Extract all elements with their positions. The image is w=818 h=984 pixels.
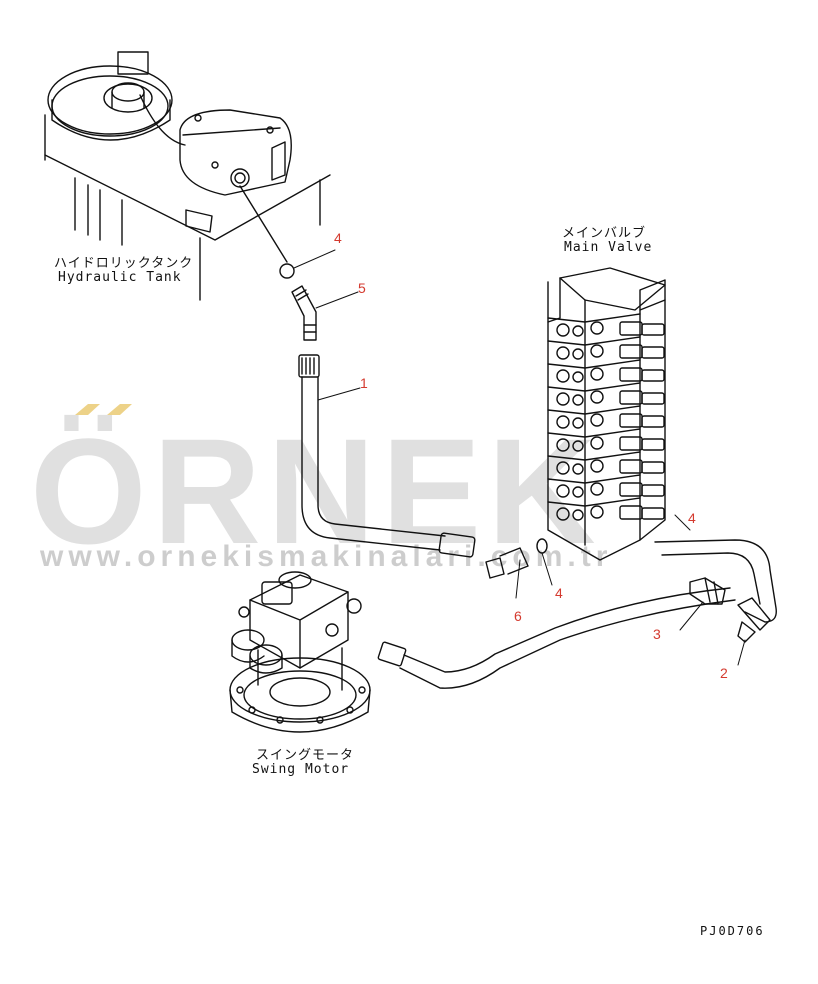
valve-spool-end [641,461,665,474]
valve-spool-end [641,392,665,405]
o-ring [279,263,295,279]
watermark-brand: ÖRNEK [30,407,602,575]
valve-port [572,394,584,406]
return-pipe [377,539,777,689]
valve-port [572,325,584,337]
main-valve-spools [547,313,665,521]
valve-spool-cap [619,390,643,405]
callout-6: 6 [514,608,522,624]
callout-5: 5 [358,280,366,296]
valve-spool-cap [619,436,643,451]
valve-spool-cap [619,413,643,428]
valve-port [556,392,570,406]
valve-section-line [547,451,641,461]
callout-4-lower: 4 [555,585,563,601]
valve-port [590,413,604,427]
valve-section-line [547,428,641,438]
valve-section-line [547,313,641,323]
valve-section-line [547,382,641,392]
adapter-fitting [485,547,529,599]
valve-spool-end [641,507,665,520]
valve-port [572,348,584,360]
drawing-code: PJ0D706 [700,924,765,938]
valve-spool-cap [619,482,643,497]
valve-port [590,459,604,473]
valve-port [572,463,584,475]
o-ring [536,538,548,554]
valve-port [556,323,570,337]
valve-spool-cap [619,321,643,336]
swing-motor-label-jp: スイングモータ [256,748,355,763]
callout-3: 3 [653,626,661,642]
callout-4-tank: 4 [334,230,342,246]
valve-spool-end [641,415,665,428]
valve-section-line [547,497,641,507]
callout-2: 2 [720,665,728,681]
valve-port [572,509,584,521]
hose-1 [298,354,476,558]
hydraulic-tank-label-jp: ハイドロリックタンク [54,256,194,271]
valve-port [590,482,604,496]
valve-section-line [547,474,641,484]
watermark-accent-mark [107,404,132,415]
valve-port [556,484,570,498]
valve-port [556,461,570,475]
valve-port [572,486,584,498]
valve-port [556,438,570,452]
main-valve [547,267,666,561]
elbow-fitting [291,285,359,341]
elbow-fitting-2 [737,597,771,666]
valve-port [572,417,584,429]
valve-port [590,505,604,519]
hydraulic-tank-label-en: Hydraulic Tank [58,270,182,285]
valve-section-line [547,405,641,415]
valve-spool-end [641,323,665,336]
valve-port [590,390,604,404]
valve-section-line [547,359,641,369]
watermark-url: www.ornekismakinalari.com.tr [40,540,613,573]
valve-port [590,321,604,335]
callout-1: 1 [360,375,368,391]
valve-spool-cap [619,505,643,520]
main-valve-label-en: Main Valve [564,240,653,255]
valve-spool-end [641,484,665,497]
valve-spool-end [641,346,665,359]
swing-motor [229,571,371,733]
valve-spool-cap [619,367,643,382]
valve-section-line [547,336,641,346]
valve-spool-end [641,438,665,451]
valve-port [556,415,570,429]
valve-port [556,369,570,383]
valve-spool-end [641,369,665,382]
valve-port [590,436,604,450]
valve-port [556,346,570,360]
valve-port [572,371,584,383]
valve-spool-cap [619,344,643,359]
watermark-accent-mark [75,404,100,415]
union-fitting [679,577,726,631]
valve-port [572,440,584,452]
main-valve-label-jp: メインバルブ [562,226,647,241]
valve-spool-cap [619,459,643,474]
callout-4-valve: 4 [688,510,696,526]
hydraulic-tank [44,51,331,301]
valve-port [556,507,570,521]
swing-motor-label-en: Swing Motor [252,762,350,777]
valve-port [590,344,604,358]
valve-port [590,367,604,381]
